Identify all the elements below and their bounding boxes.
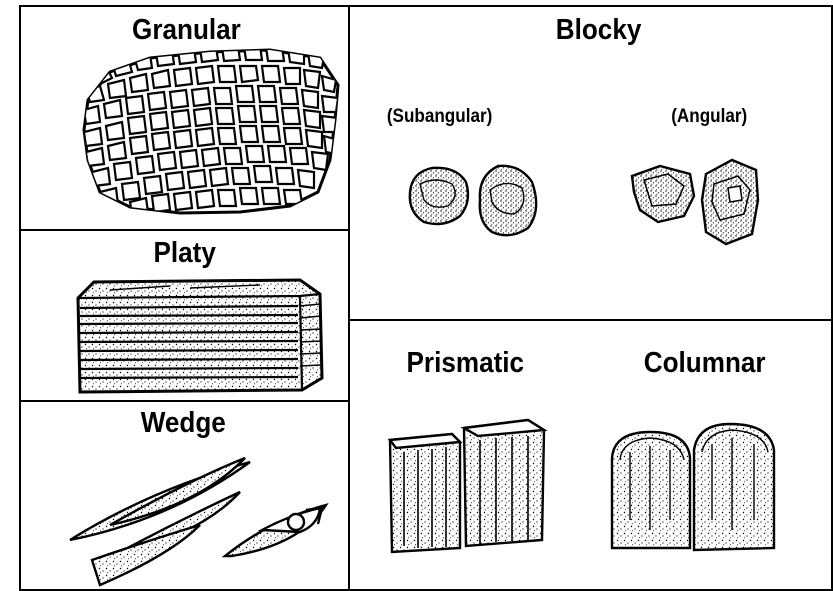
wedge-illustration xyxy=(70,458,326,585)
granular-illustration xyxy=(84,46,338,214)
angular-blocks-illustration xyxy=(632,160,758,244)
prismatic-title: Prismatic xyxy=(407,349,525,378)
platy-illustration xyxy=(78,280,322,392)
angular-label: (Angular) xyxy=(671,107,747,126)
columnar-title: Columnar xyxy=(644,349,766,378)
wedge-title: Wedge xyxy=(141,409,226,438)
columnar-illustration xyxy=(612,424,774,550)
granular-title: Granular xyxy=(132,16,241,45)
blocky-title: Blocky xyxy=(556,16,642,45)
subangular-label: (Subangular) xyxy=(387,107,492,126)
platy-title: Platy xyxy=(153,239,215,268)
prismatic-illustration xyxy=(390,420,544,552)
subangular-blocks-illustration xyxy=(410,166,536,235)
